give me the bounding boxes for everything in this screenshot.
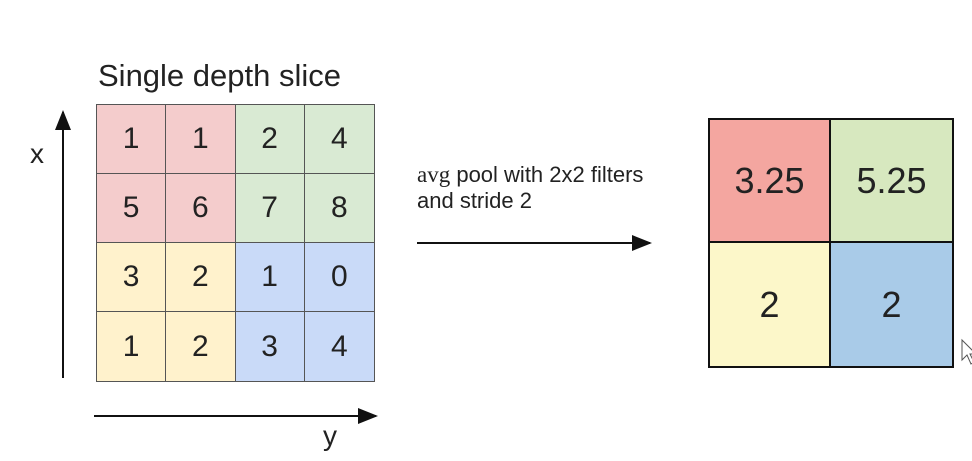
output-cell: 2 bbox=[710, 243, 831, 366]
input-cell: 2 bbox=[235, 105, 305, 174]
output-cell: 2 bbox=[831, 243, 952, 366]
caption-line1: pool with 2x2 filters bbox=[450, 162, 644, 187]
input-cell: 5 bbox=[97, 174, 167, 243]
caption-avg: avg bbox=[417, 162, 451, 187]
mouse-pointer-icon bbox=[961, 338, 972, 365]
input-cell: 0 bbox=[304, 243, 374, 312]
output-cell: 3.25 bbox=[710, 120, 831, 243]
input-cell: 4 bbox=[304, 105, 374, 174]
caption-line2: and stride 2 bbox=[417, 188, 532, 213]
input-cell: 3 bbox=[97, 243, 167, 312]
input-cell: 1 bbox=[97, 105, 167, 174]
x-axis-label: x bbox=[30, 138, 44, 169]
input-cell: 2 bbox=[166, 243, 236, 312]
input-cell: 6 bbox=[166, 174, 236, 243]
operation-caption: avg pool with 2x2 filters and stride 2 bbox=[417, 162, 643, 214]
output-cell: 5.25 bbox=[831, 120, 952, 243]
input-cell: 7 bbox=[235, 174, 305, 243]
y-axis-label: y bbox=[323, 420, 337, 451]
input-cell: 1 bbox=[166, 105, 236, 174]
input-cell: 1 bbox=[235, 243, 305, 312]
input-cell: 4 bbox=[304, 312, 374, 381]
input-cell: 2 bbox=[166, 312, 236, 381]
input-cell: 3 bbox=[235, 312, 305, 381]
input-cell: 8 bbox=[304, 174, 374, 243]
input-cell: 1 bbox=[97, 312, 167, 381]
diagram-title: Single depth slice bbox=[98, 58, 341, 93]
